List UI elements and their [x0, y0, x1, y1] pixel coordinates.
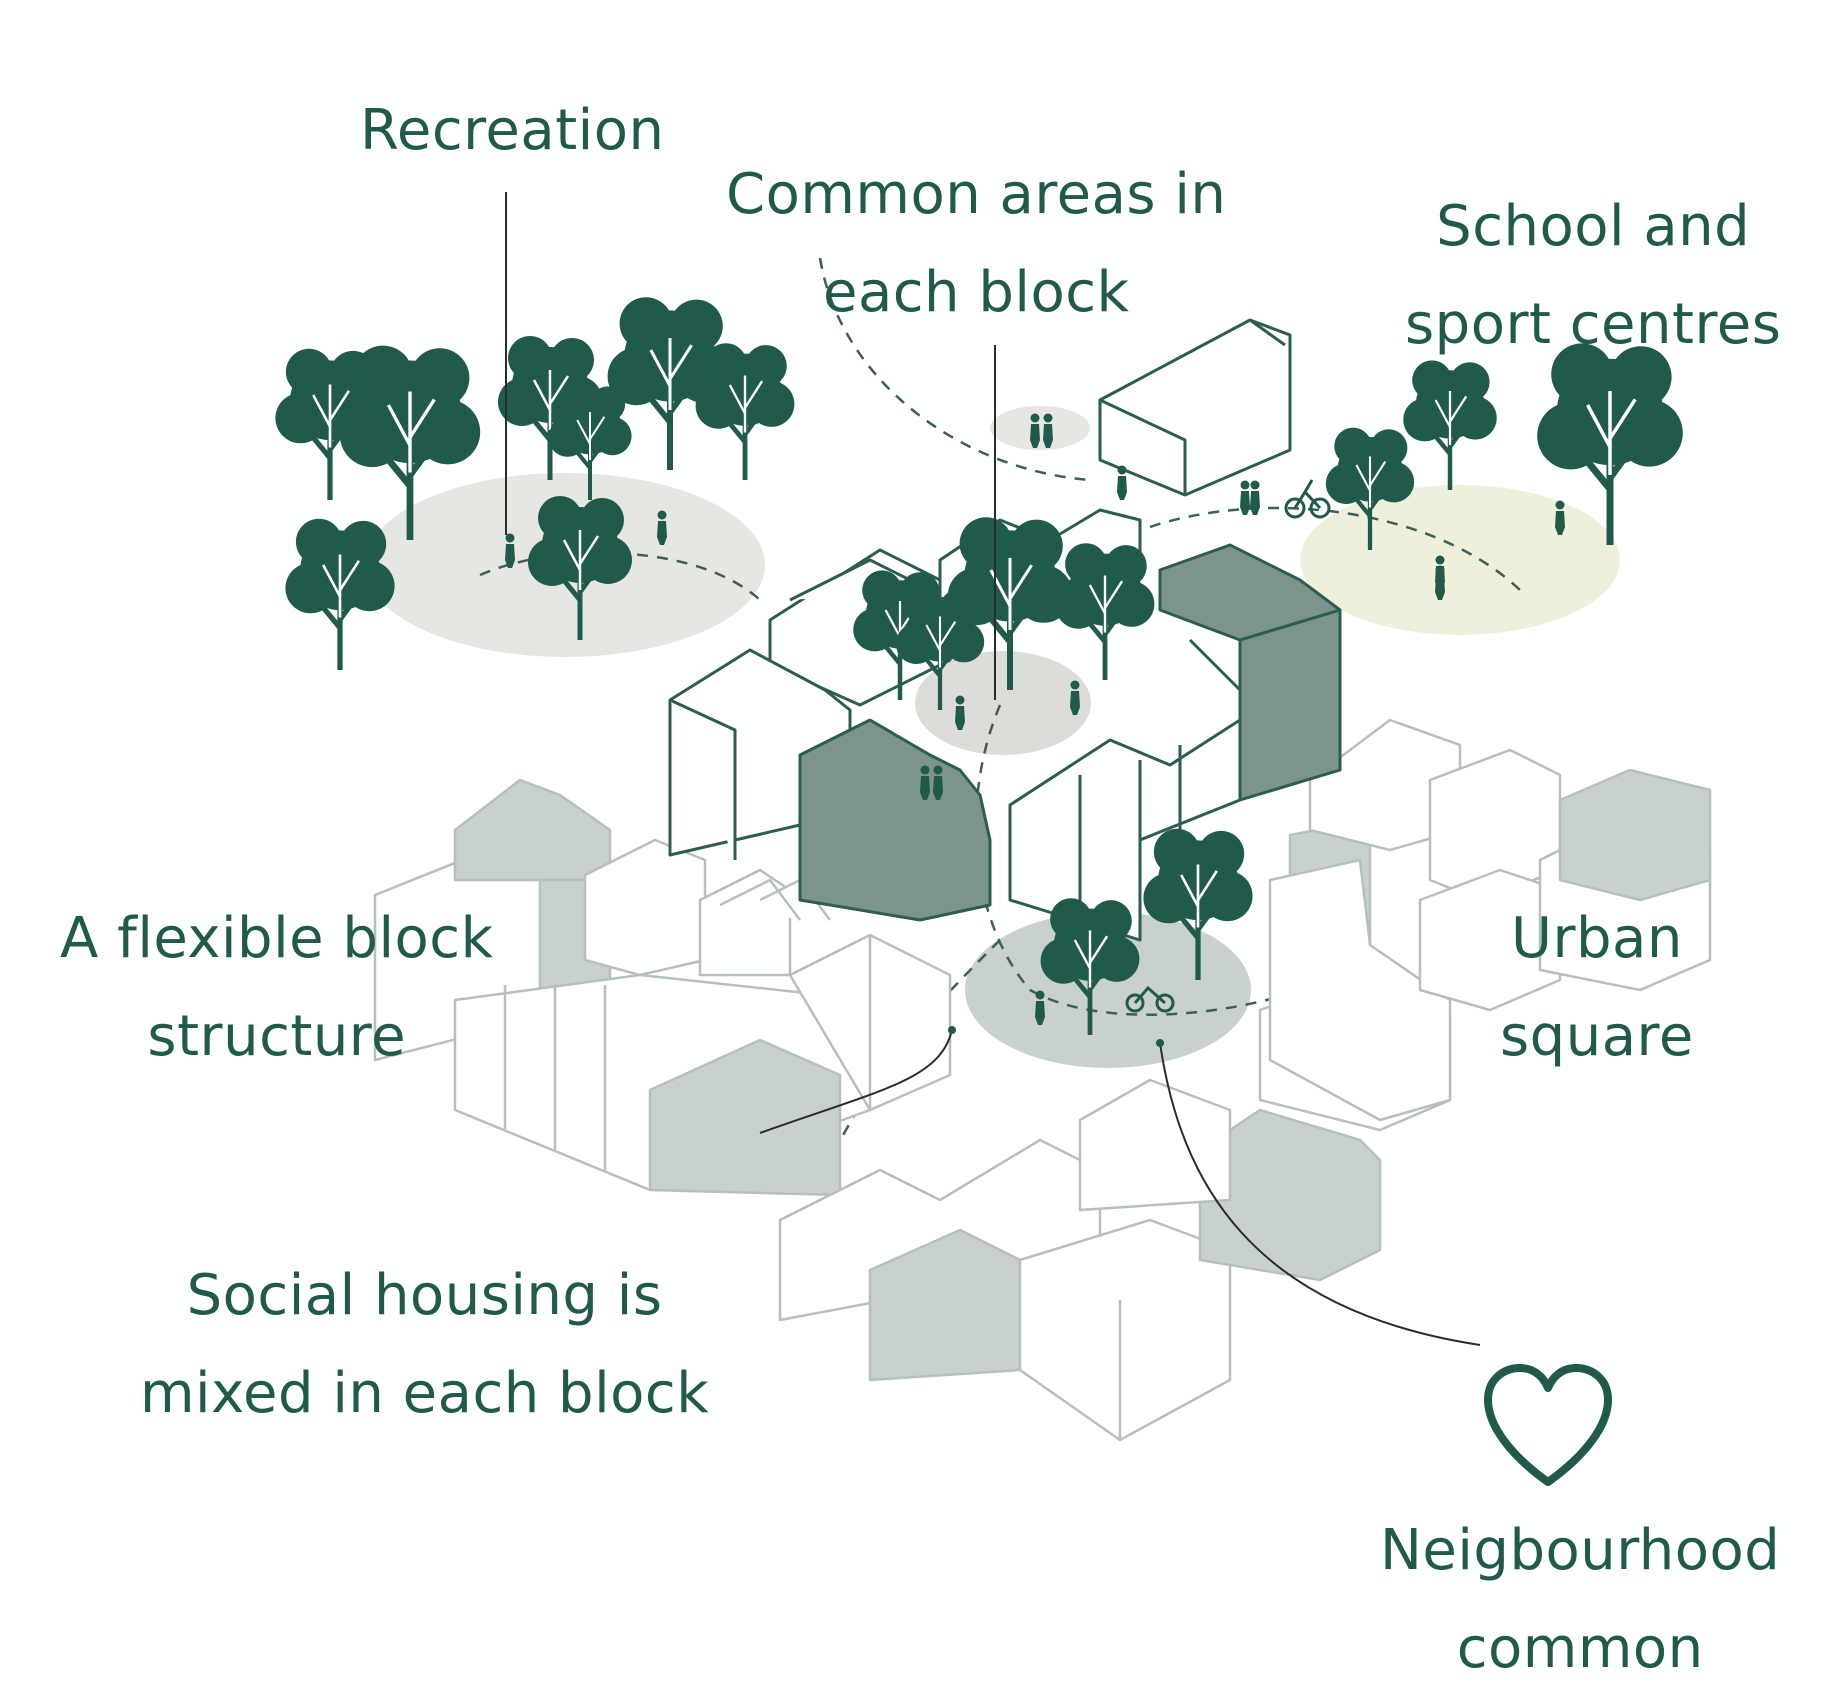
neighbourhood-common-label: Neigbourhood common — [1380, 1502, 1780, 1698]
urban-square-label: Urban square — [1500, 890, 1694, 1086]
common-area-ground — [990, 406, 1090, 450]
person-icon — [1555, 500, 1565, 535]
leader-lines — [505, 192, 1481, 1346]
common-areas-label: Common areas in each block — [726, 146, 1226, 342]
neighbourhood-common-label-line-2: common — [1456, 1616, 1704, 1681]
social-housing-leader-dot — [948, 1026, 956, 1034]
social-housing-label-line-1: Social housing is — [186, 1263, 663, 1328]
person-icon — [505, 533, 515, 568]
person-icon — [920, 765, 930, 800]
neighbourhood-leader-dot — [1156, 1039, 1164, 1047]
person-icon — [657, 510, 667, 545]
school-label-line-1: School and — [1436, 194, 1751, 259]
school-label-line-2: sport centres — [1405, 292, 1782, 357]
person-icon — [955, 695, 965, 730]
neighbourhood-common-label-line-1: Neigbourhood — [1380, 1518, 1781, 1583]
heart-icon — [1484, 1364, 1612, 1486]
flexible-block-label: A flexible block structure — [60, 890, 494, 1086]
flexible-block-label-line-2: structure — [147, 1004, 407, 1069]
social-housing-label: Social housing is mixed in each block — [140, 1247, 709, 1443]
social-housing-leader — [759, 1029, 953, 1134]
bicycle-icon — [1125, 985, 1175, 1013]
tree-icon — [696, 343, 795, 480]
common-areas-label-line-2: each block — [823, 260, 1130, 325]
tree-icon — [285, 519, 394, 670]
person-icon — [1035, 990, 1045, 1025]
tree-icon — [1056, 543, 1155, 680]
person-icon — [1250, 480, 1260, 515]
person-icon — [1117, 465, 1127, 500]
urban-block-diagram — [0, 192, 1712, 1486]
recreation-label: Recreation — [360, 82, 664, 180]
common-areas-label-line-1: Common areas in — [726, 162, 1227, 227]
urban-square-ground — [965, 912, 1251, 1068]
recreation-label-line: Recreation — [360, 98, 665, 163]
person-icon — [1240, 480, 1250, 515]
school-label: School and sport centres — [1405, 178, 1781, 374]
urban-square-label-line-2: square — [1500, 1004, 1694, 1069]
light-buildings — [373, 718, 1712, 1442]
person-icon — [1030, 413, 1040, 448]
person-icon — [1435, 565, 1445, 600]
person-icon — [1070, 680, 1080, 715]
neighbourhood-leader — [1159, 1042, 1481, 1346]
tree-icon — [1403, 360, 1497, 490]
person-icon — [933, 765, 943, 800]
urban-square-label-line-1: Urban — [1510, 906, 1683, 971]
person-icon — [1043, 413, 1053, 448]
social-housing-label-line-2: mixed in each block — [140, 1361, 710, 1426]
school-ground — [1300, 485, 1620, 635]
bicycle-icon — [1284, 479, 1331, 519]
flexible-block-label-line-1: A flexible block — [60, 906, 494, 971]
